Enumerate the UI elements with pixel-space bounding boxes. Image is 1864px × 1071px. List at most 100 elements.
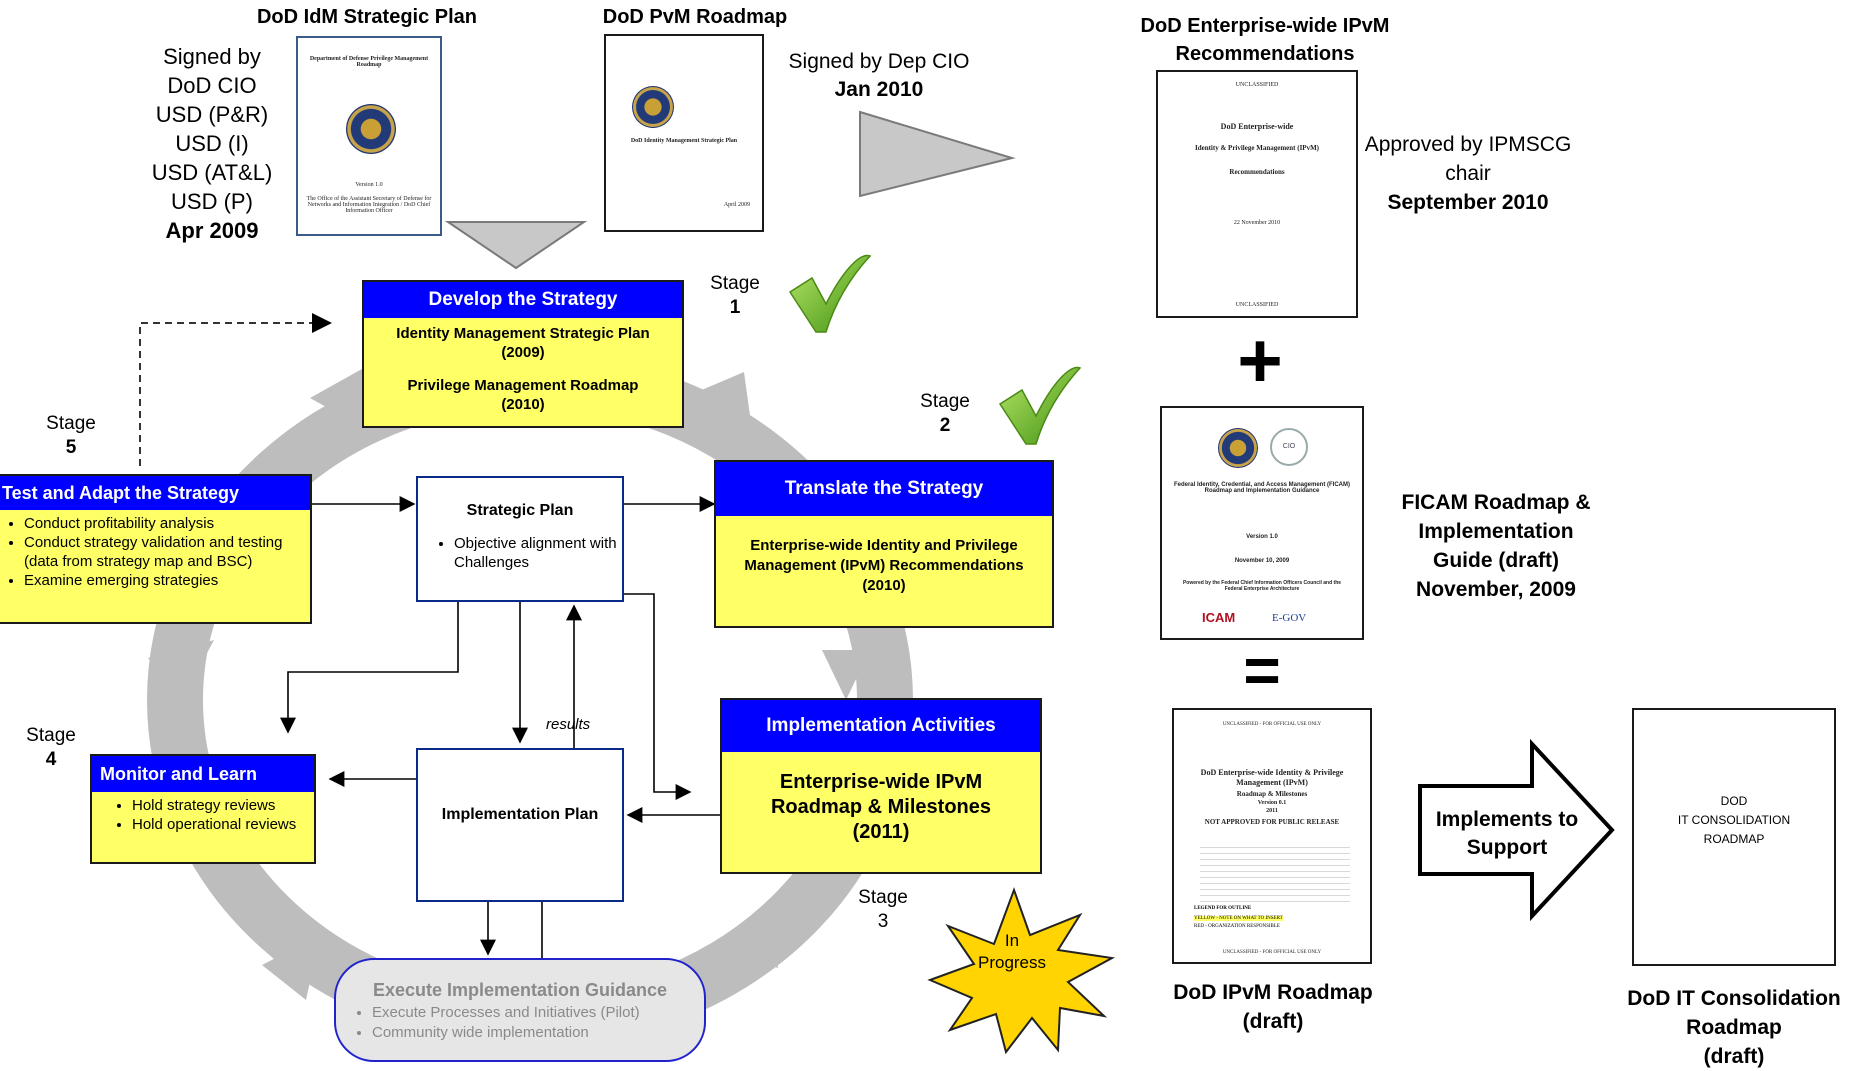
stage-number: 5 — [65, 437, 77, 458]
stage-2-box: Translate the Strategy Enterprise-wide I… — [714, 460, 1054, 628]
signer-line: Signed by — [163, 44, 261, 69]
ipvm-recs-document-thumbnail: UNCLASSIFIED DoD Enterprise-wide Identit… — [1156, 70, 1358, 318]
plus-sign: + — [1237, 316, 1283, 404]
down-triangle — [444, 221, 588, 270]
in-progress-line: Progress — [977, 953, 1047, 972]
ipvm-roadmap-caption-line: (draft) — [1242, 1010, 1304, 1033]
doc-classification: UNCLASSIFIED - FOR OFFICIAL USE ONLY — [1222, 950, 1322, 955]
doc-legend: LEGEND FOR OUTLINE — [1194, 906, 1252, 911]
pvm-signed-date: Jan 2010 — [834, 78, 924, 101]
it-consolidation-caption: DoD IT Consolidation Roadmap (draft) — [1606, 984, 1862, 1071]
stage-2-label: Stage 2 — [910, 390, 980, 438]
list-item: Community wide implementation — [372, 1023, 704, 1043]
doc-title: Department of Defense Privilege Manageme… — [309, 56, 429, 68]
stage-word: Stage — [920, 391, 970, 412]
stage-1-body: Identity Management Strategic Plan (2009… — [364, 318, 682, 414]
ficam-caption: FICAM Roadmap & Implementation Guide (dr… — [1368, 488, 1624, 604]
execute-list: Execute Processes and Initiatives (Pilot… — [336, 1003, 704, 1043]
stage-number: 3 — [877, 911, 889, 932]
doc-line: DoD Enterprise-wide Identity & Privilege — [1200, 768, 1344, 777]
signed-date: Apr 2009 — [165, 218, 259, 243]
stage-1-line: (2009) — [501, 344, 545, 361]
stage-number: 1 — [729, 297, 741, 318]
stage-number: 4 — [45, 749, 57, 770]
ficam-caption-line: FICAM Roadmap & — [1401, 491, 1591, 514]
pvm-roadmap-document-thumbnail: DoD Identity Management Strategic Plan A… — [604, 34, 764, 232]
ipvm-roadmap-document-thumbnail: UNCLASSIFIED - FOR OFFICIAL USE ONLY DoD… — [1172, 708, 1372, 964]
cycle-arrowhead-right-upper — [690, 372, 752, 430]
stage-1-box: Develop the Strategy Identity Management… — [362, 280, 684, 428]
stage-2-text: Enterprise-wide Identity and Privilege M… — [744, 537, 1024, 574]
stage-word: Stage — [46, 413, 96, 434]
stage-5-label: Stage 5 — [36, 412, 106, 460]
ipvm-approved: Approved by IPMSCG chair September 2010 — [1360, 130, 1576, 217]
stage-5-header: Test and Adapt the Strategy — [0, 476, 310, 510]
doc-line: Identity & Privilege Management (IPvM) — [1194, 144, 1320, 152]
it-consolidation-document-thumbnail: DOD IT CONSOLIDATION ROADMAP — [1632, 708, 1836, 966]
stage-4-header: Monitor and Learn — [92, 756, 314, 792]
stage-number: 2 — [939, 415, 951, 436]
pvm-signed: Signed by Dep CIO Jan 2010 — [774, 48, 984, 104]
execute-guidance-box: Execute Implementation Guidance Execute … — [334, 958, 706, 1062]
stage-1-line: Privilege Management Roadmap — [407, 377, 639, 394]
signer-line: USD (P) — [171, 189, 253, 214]
list-item: Examine emerging strategies — [24, 571, 310, 590]
ficam-caption-line: Guide (draft) — [1433, 549, 1559, 572]
signer-line: USD (I) — [175, 131, 249, 156]
stage-3-year: (2011) — [852, 821, 910, 843]
doc-line: Recommendations — [1229, 168, 1285, 176]
cycle-arrowhead-left — [148, 640, 214, 700]
cycle-arrowhead-top — [310, 360, 378, 436]
list-item: Execute Processes and Initiatives (Pilot… — [372, 1003, 704, 1023]
stage-4-box: Monitor and Learn Hold strategy reviews … — [90, 754, 316, 864]
cycle-arrowhead-bottom-left — [262, 935, 320, 1000]
itc-caption-line: (draft) — [1703, 1045, 1765, 1068]
itc-doc-line: DOD — [1720, 794, 1748, 808]
stage-3-label: Stage 3 — [848, 886, 918, 934]
stage-1-header: Develop the Strategy — [364, 282, 682, 318]
doc-date: 22 November 2010 — [1233, 220, 1281, 226]
doc-classification: UNCLASSIFIED — [1235, 302, 1279, 308]
list-item: Conduct profitability analysis — [24, 514, 310, 533]
dashed-feedback-arrow — [139, 313, 332, 466]
strategic-plan-title: Strategic Plan — [466, 502, 574, 519]
ipvm-recs-title: DoD Enterprise-wide IPvM Recommendations — [1140, 15, 1390, 65]
implements-arrow — [1418, 738, 1615, 922]
stage-2-header: Translate the Strategy — [716, 462, 1052, 516]
list-item: Hold operational reviews — [132, 815, 314, 834]
stage-word: Stage — [858, 887, 908, 908]
doc-line: DoD Enterprise-wide — [1220, 122, 1294, 131]
stage-3-box: Implementation Activities Enterprise-wid… — [720, 698, 1042, 874]
stage-3-line: Enterprise-wide IPvM — [779, 771, 983, 793]
stage-1-line: (2010) — [501, 396, 545, 413]
implements-line: Implements to — [1435, 808, 1579, 831]
list-item: Hold strategy reviews — [132, 796, 314, 815]
ficam-caption-line: November, 2009 — [1416, 578, 1576, 601]
in-progress-text: In Progress — [962, 930, 1062, 974]
implements-text: Implements to Support — [1424, 806, 1590, 862]
arrow-strategic-to-s3 — [624, 593, 692, 800]
signer-line: USD (P&R) — [155, 102, 269, 127]
doc-legend-yellow: YELLOW - NOTE ON WHAT TO INSERT — [1194, 916, 1283, 921]
cio-council-seal-icon: CIO — [1270, 428, 1308, 466]
in-progress-burst — [927, 887, 1116, 1055]
stage-3-header: Implementation Activities — [722, 700, 1040, 752]
approved-date: September 2010 — [1387, 191, 1549, 214]
stage-3-line: Roadmap & Milestones — [770, 796, 992, 818]
doc-version: Version 1.0 — [1246, 534, 1278, 540]
idm-plan-document-thumbnail: Department of Defense Privilege Manageme… — [296, 36, 442, 236]
implementation-plan-box: Implementation Plan — [416, 748, 624, 902]
list-item: Objective alignment with Challenges — [454, 534, 622, 572]
ficam-document-thumbnail: CIO Federal Identity, Credential, and Ac… — [1160, 406, 1364, 640]
approved-label: Approved by IPMSCG chair — [1364, 133, 1572, 185]
stage-4-label: Stage 4 — [16, 724, 86, 772]
doc-title: Federal Identity, Credential, and Access… — [1173, 482, 1351, 494]
pvm-roadmap-title: DoD PvM Roadmap — [602, 6, 788, 28]
idm-plan-signers: Signed by DoD CIO USD (P&R) USD (I) USD … — [136, 42, 288, 245]
stage-5-list: Conduct profitability analysis Conduct s… — [0, 514, 310, 590]
equals-sign: = — [1243, 634, 1281, 706]
egov-logo: E-GOV — [1272, 612, 1307, 624]
implementation-plan-title: Implementation Plan — [441, 806, 599, 823]
cycle-arrowhead-bottom-right — [712, 905, 778, 968]
ficam-caption-line: Implementation — [1418, 520, 1574, 543]
